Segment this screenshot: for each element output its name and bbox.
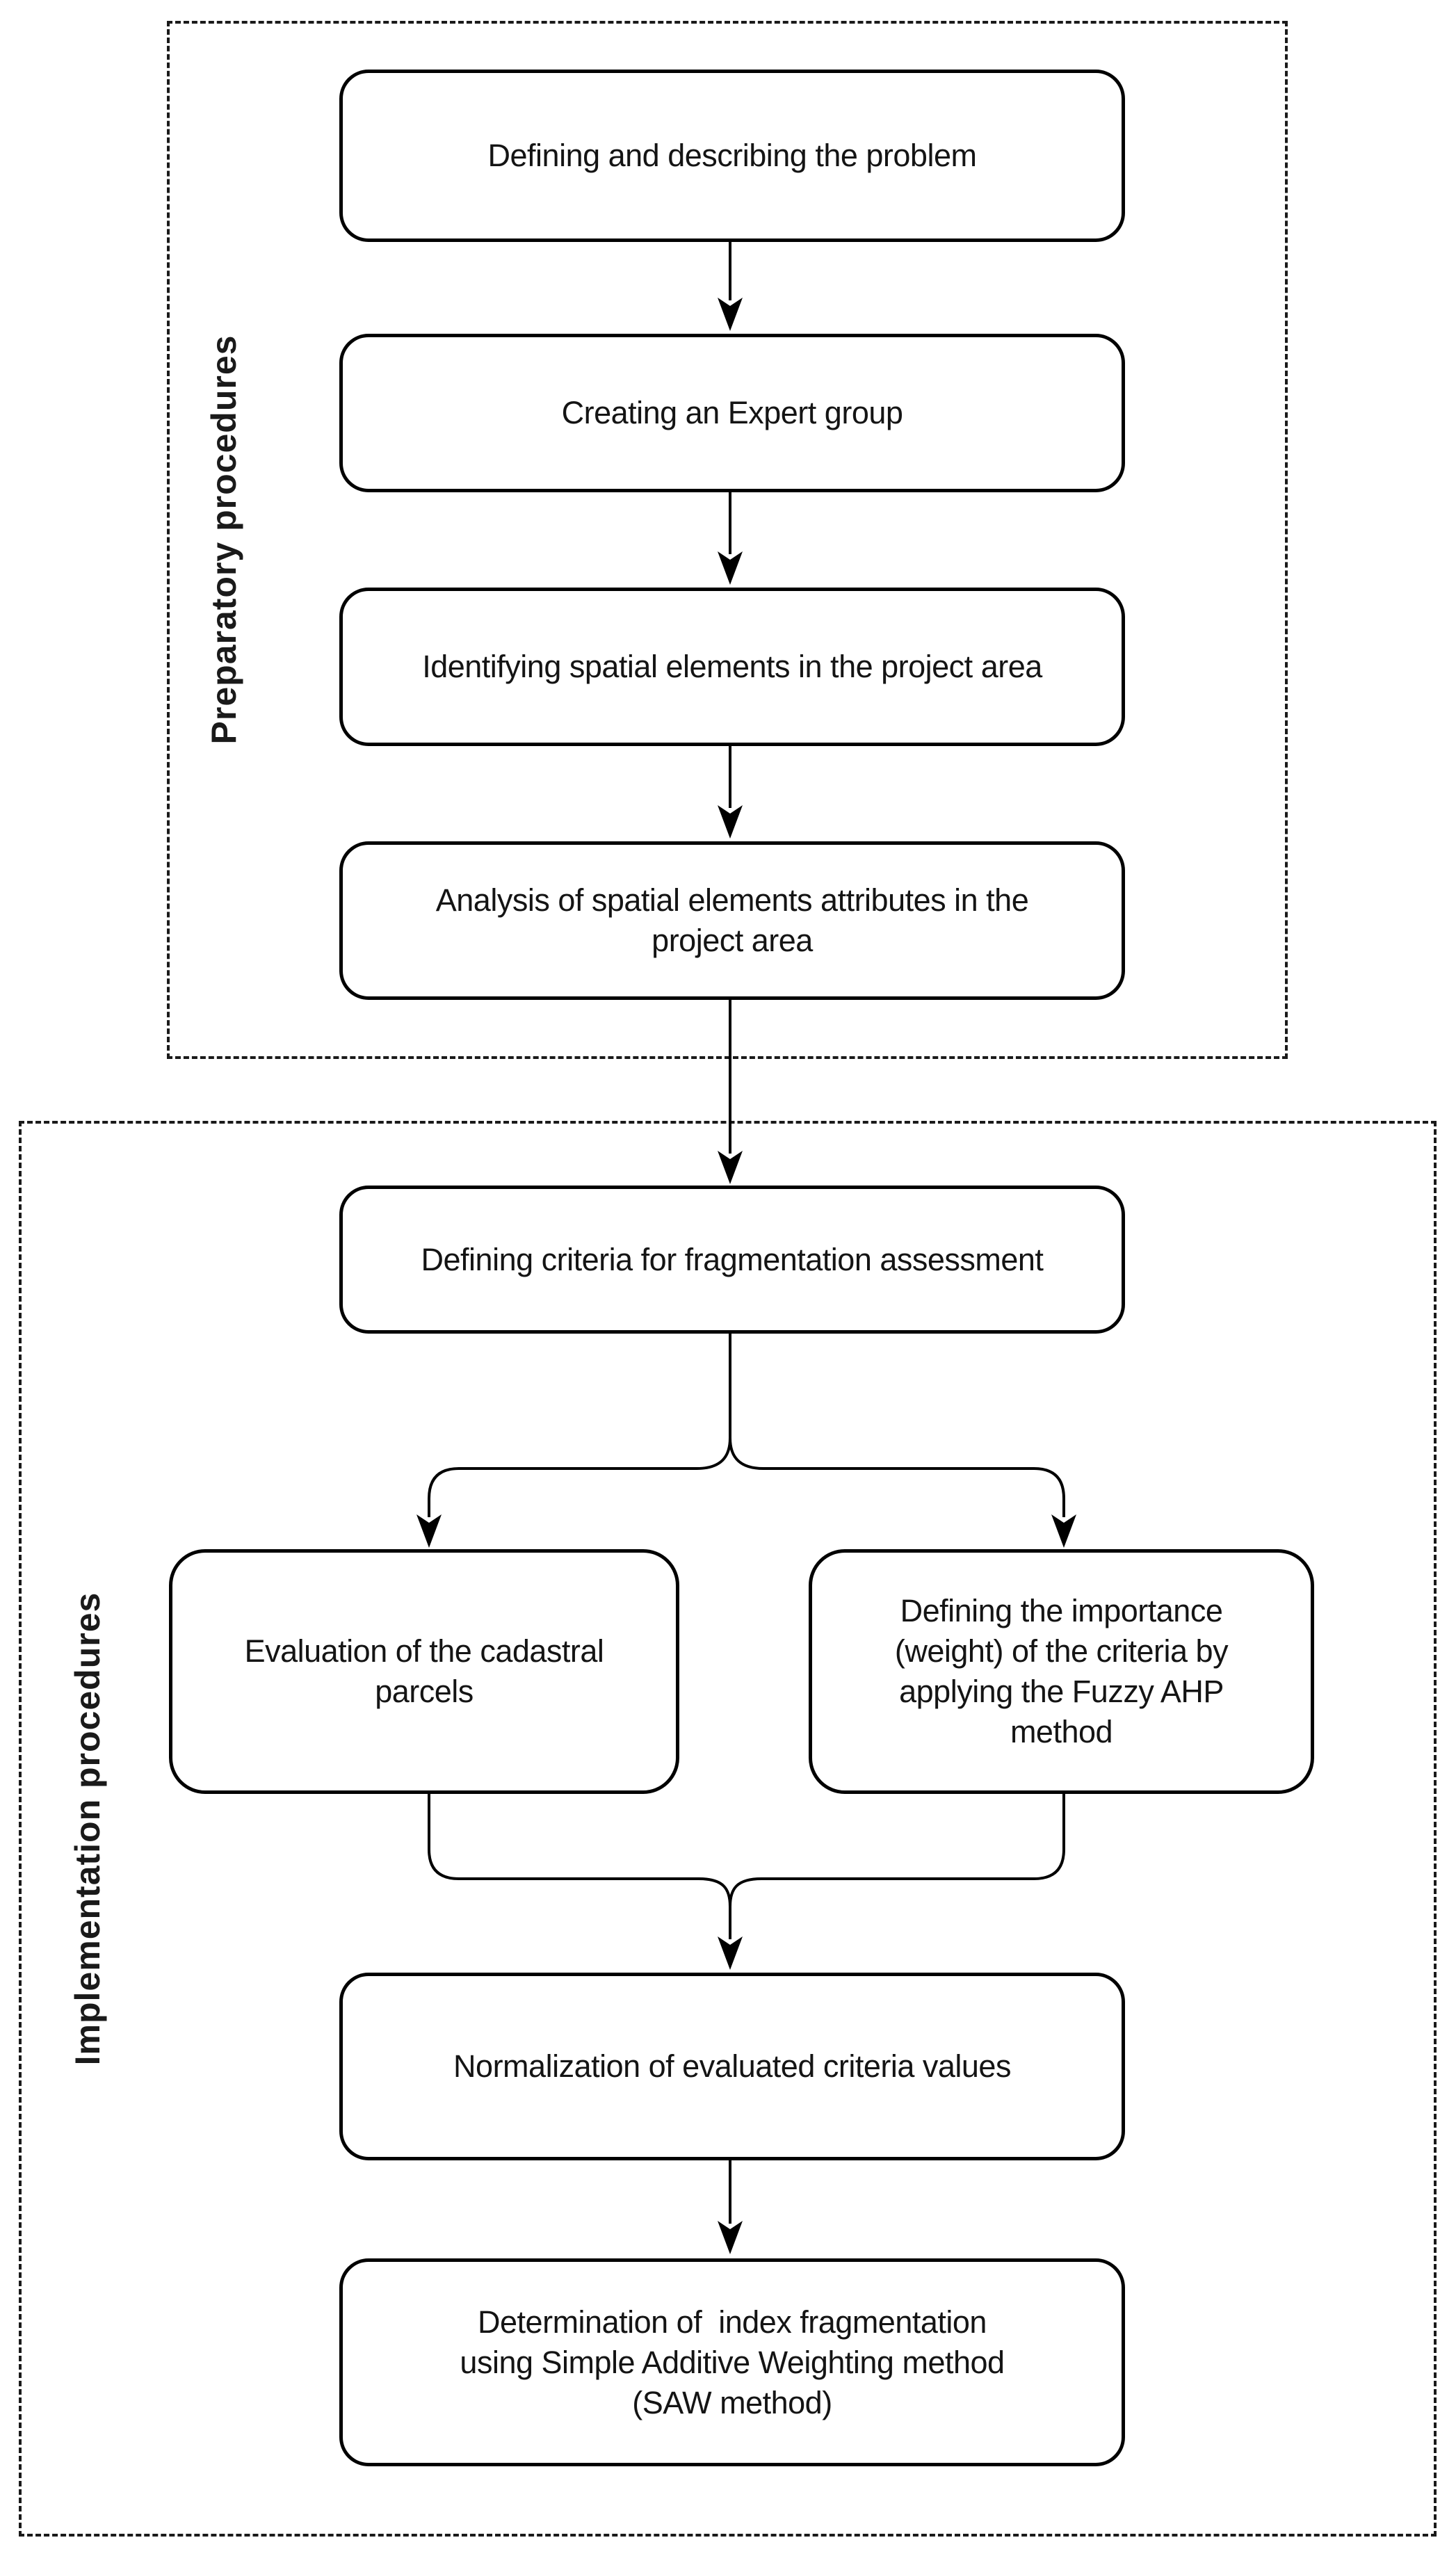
node-analysis-attributes-label: Analysis of spatial elements attributes … [435, 882, 1029, 958]
node-normalization: Normalization of evaluated criteria valu… [339, 1973, 1125, 2160]
node-identifying-spatial-elements: Identifying spatial elements in the proj… [339, 588, 1125, 746]
node-normalization-label: Normalization of evaluated criteria valu… [453, 2048, 1011, 2084]
implementation-section-frame [19, 1121, 1437, 2537]
node-evaluation-parcels: Evaluation of the cadastral parcels [169, 1549, 679, 1794]
preparatory-section-frame [167, 21, 1288, 1059]
node-defining-problem-label: Defining and describing the problem [487, 138, 977, 173]
implementation-section-label: Implementation procedures [68, 1592, 107, 2066]
preparatory-section-label: Preparatory procedures [204, 334, 243, 745]
node-analysis-attributes: Analysis of spatial elements attributes … [339, 841, 1125, 1000]
node-defining-criteria: Defining criteria for fragmentation asse… [339, 1186, 1125, 1334]
node-defining-problem: Defining and describing the problem [339, 70, 1125, 242]
node-defining-criteria-label: Defining criteria for fragmentation asse… [421, 1241, 1044, 1277]
node-expert-group: Creating an Expert group [339, 334, 1125, 492]
node-evaluation-parcels-label: Evaluation of the cadastral parcels [244, 1633, 604, 1709]
node-identifying-spatial-elements-label: Identifying spatial elements in the proj… [422, 649, 1042, 684]
node-determination-saw-label: Determination of index fragmentation usi… [460, 2304, 1005, 2420]
node-expert-group-label: Creating an Expert group [561, 395, 903, 430]
node-determination-saw: Determination of index fragmentation usi… [339, 2258, 1125, 2466]
node-defining-importance-label: Defining the importance (weight) of the … [894, 1593, 1229, 1749]
node-defining-importance: Defining the importance (weight) of the … [809, 1549, 1314, 1794]
